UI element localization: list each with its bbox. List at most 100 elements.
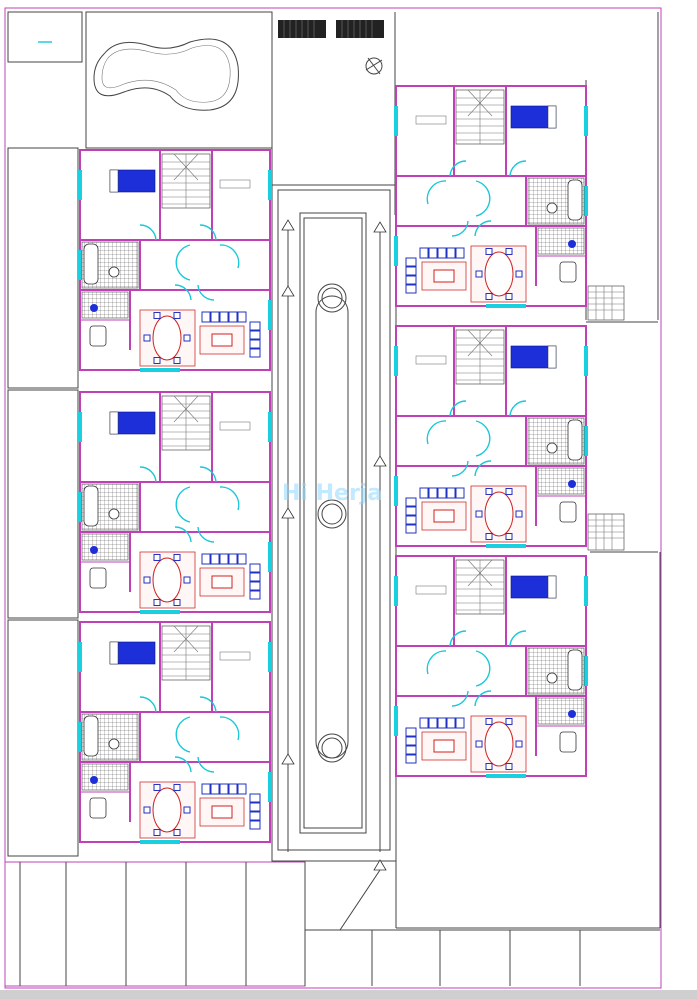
sofa-seat [419,487,429,499]
bottom-strip [0,990,697,999]
sofa-seat [437,247,447,259]
door-swing [509,400,527,417]
stair-icon [161,395,211,451]
room-tag-box [219,421,251,431]
chair-icon [485,247,493,255]
window [78,250,82,280]
dining-table-icon [484,491,514,537]
watermark-text: Hi Herja [282,481,382,506]
door-swing [139,696,157,713]
sofa-icon [419,717,465,729]
sofa-icon [419,247,465,259]
chair-icon [173,829,181,837]
sofa-icon [201,783,247,795]
bathroom-floor [81,533,129,561]
sofa-seat [228,553,238,565]
arrow-up-icon [281,285,295,297]
room-tag-box [219,179,251,189]
door-swing [475,420,491,457]
sofa-seat [405,266,417,276]
dining-table-icon [152,787,182,833]
sofa-seat [219,783,229,795]
bathtub-icon [83,715,99,757]
door-swing [474,690,492,707]
window [140,368,180,372]
dining-table-icon [152,315,182,361]
stair-turn [467,329,493,384]
dining-table-icon [152,557,182,603]
sofa-seat [249,563,261,573]
door-swing [199,466,217,483]
sofa-icon [419,487,465,499]
room-tag-box [219,651,251,661]
sofa-seat [437,717,447,729]
chair-icon [153,357,161,365]
sofa-seat [455,247,465,259]
stair-turn [467,89,493,144]
window [584,186,588,216]
window [78,722,82,752]
chair-icon [153,783,161,791]
chair-icon [475,270,483,278]
sofa-icon [249,321,261,358]
coffee-table-icon [211,333,233,347]
pillow-icon [547,575,557,599]
arrow-up-icon [281,753,295,765]
window [78,642,82,672]
window [486,544,526,548]
door-swing [451,460,469,477]
sofa-seat [455,487,465,499]
door-swing [509,160,527,177]
chair-icon [505,487,513,495]
window [394,346,398,376]
arrow-up-icon [281,219,295,231]
chair-icon [515,270,523,278]
sofa-seat [428,247,438,259]
room-tag-box [415,355,447,365]
sofa-seat [405,727,417,737]
watermark: Hi Herja [282,481,382,506]
chair-icon [505,247,513,255]
sink-icon [568,710,576,718]
sofa-seat [249,330,261,340]
pool-icon [93,38,239,111]
toilet-icon [108,266,120,278]
door-swing [197,526,215,543]
sink-icon [89,797,107,819]
window [268,170,272,200]
chair-icon [173,599,181,607]
stair-turn [173,395,199,450]
sofa-seat [201,553,211,565]
bathroom-floor [537,697,585,725]
sofa-seat [237,311,247,323]
chair-icon [485,487,493,495]
sofa-seat [210,553,220,565]
sofa-seat [201,311,211,323]
sofa-seat [455,717,465,729]
sink-icon [90,546,98,554]
sofa-seat [405,284,417,294]
bathtub-icon [567,649,583,691]
window [78,170,82,200]
door-swing [139,466,157,483]
sofa-seat [219,553,229,565]
apartment-unit [394,325,588,548]
door-swing [139,224,157,241]
chair-icon [475,510,483,518]
sofa-icon [249,563,261,600]
sofa-seat [428,717,438,729]
sofa-icon [201,311,247,323]
sofa-seat [446,487,456,499]
door-swing [174,756,192,773]
door-swing [219,244,240,269]
window [140,610,180,614]
sink-icon [568,480,576,488]
chair-icon [505,717,513,725]
stair-icon [161,153,211,209]
door-swing [451,690,469,707]
pillow-icon [547,345,557,369]
sink-icon [568,240,576,248]
stair-icon [587,285,625,321]
door-swing [509,630,527,647]
